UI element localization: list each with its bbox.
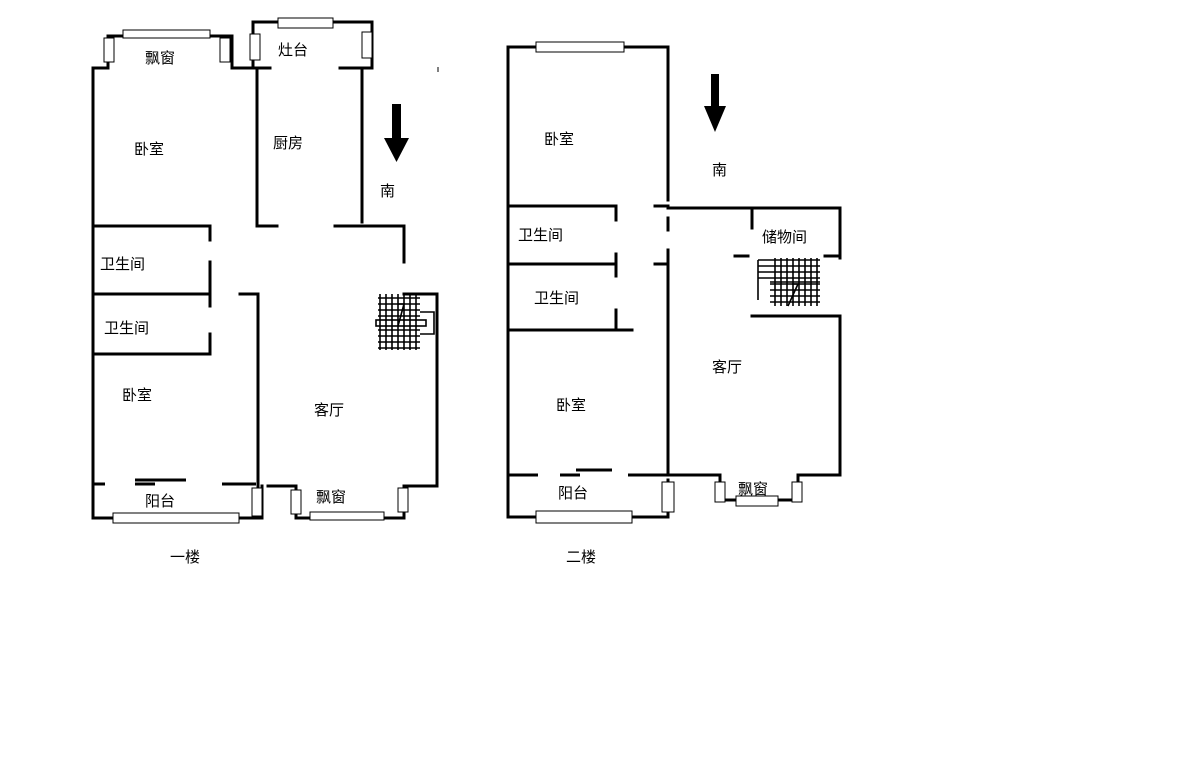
window — [103, 37, 115, 63]
window — [251, 487, 263, 517]
window — [219, 37, 231, 63]
window — [112, 512, 240, 524]
window — [735, 495, 779, 507]
window — [361, 31, 373, 59]
window — [290, 489, 302, 515]
kitchen-label: 厨房 — [273, 135, 303, 152]
balcony-label: 阳台 — [145, 493, 175, 510]
bedroom-label: 卧室 — [544, 131, 574, 148]
bedroom-label: 卧室 — [134, 141, 164, 158]
window — [535, 510, 633, 524]
bathroom-label: 卫生间 — [518, 227, 563, 244]
bedroom-label: 卧室 — [122, 387, 152, 404]
south-label: 南 — [712, 162, 727, 179]
window — [397, 487, 409, 513]
floor2-caption: 二楼 — [566, 549, 596, 566]
bay-window-label: 飘窗 — [145, 49, 175, 67]
down-arrow-icon — [384, 104, 409, 162]
balcony-label: 阳台 — [558, 485, 588, 502]
bathroom-label: 卫生间 — [534, 290, 579, 307]
window — [535, 41, 625, 53]
down-arrow-icon — [704, 74, 726, 132]
south-label: 南 — [380, 183, 395, 200]
living-room-label: 客厅 — [712, 359, 742, 376]
window — [791, 481, 803, 503]
window — [277, 17, 334, 29]
window — [661, 481, 675, 513]
floor1-caption: 一楼 — [170, 549, 200, 566]
window — [714, 481, 726, 503]
window — [309, 511, 385, 521]
floor2-windows — [535, 41, 803, 524]
bay-window-label: 飘窗 — [316, 488, 346, 506]
bathroom-label: 卫生间 — [100, 256, 145, 273]
staircase-icon — [757, 258, 820, 307]
floor1-plan: 飘窗 灶台 卧室 厨房 南 卫生间 卫生间 卧室 客厅 阳台 飘窗 一楼 — [91, 17, 439, 566]
floor1-windows — [103, 17, 409, 524]
stove-label: 灶台 — [278, 42, 308, 59]
floor2-plan: 卧室 南 卫生间 储物间 卫生间 客厅 卧室 阳台 飘窗 二楼 — [506, 41, 842, 566]
window — [122, 29, 211, 39]
floor2-walls — [506, 45, 842, 519]
staircase-icon — [375, 294, 435, 350]
bathroom-label: 卫生间 — [104, 320, 149, 337]
bedroom-label: 卧室 — [556, 397, 586, 414]
living-room-label: 客厅 — [314, 402, 344, 419]
bay-window-label: 飘窗 — [738, 480, 768, 498]
storage-label: 储物间 — [762, 229, 807, 246]
window — [249, 33, 261, 61]
